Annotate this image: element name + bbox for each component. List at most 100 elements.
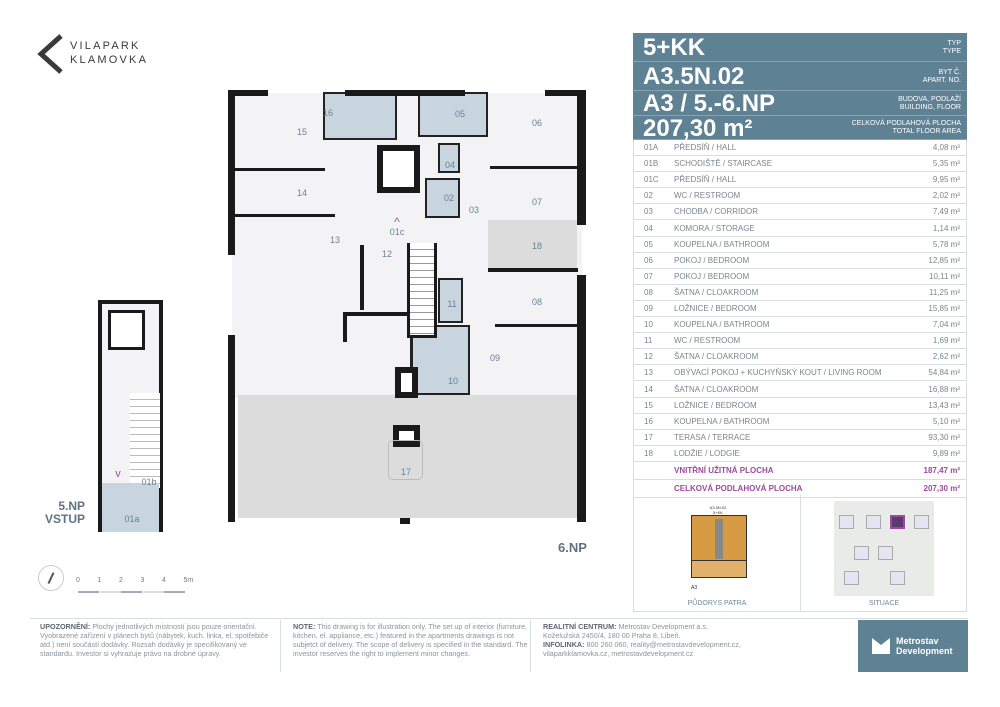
room-code: 11 — [644, 336, 653, 346]
room-code: 07 — [644, 271, 653, 281]
room-code: 09 — [644, 304, 653, 313]
room-code: 10 — [644, 320, 653, 330]
chevron-logo-icon — [37, 34, 63, 74]
room-name: LODŽIE / LODGIE — [674, 448, 740, 458]
room-area: 13,43 m² — [928, 400, 960, 410]
entry-arrow-icon: ^ — [394, 215, 400, 229]
room-code: 06 — [644, 255, 653, 265]
room-area: 11,25 m² — [929, 287, 960, 297]
room-area: 4,08 m² — [932, 143, 960, 152]
room-area: 9,89 m² — [932, 448, 960, 458]
room-code: 01A — [644, 143, 659, 152]
floor-label: 6.NP — [558, 540, 587, 555]
floor-plan-5np: v 01b 01a — [98, 300, 163, 532]
room-name: OBÝVACÍ POKOJ + KUCHYŇSKÝ KOUT / LIVING … — [674, 368, 882, 378]
room-area: 93,30 m² — [928, 432, 960, 442]
room-code: 13 — [644, 368, 653, 378]
room-code: 01B — [644, 159, 659, 169]
room-area: 7,04 m² — [932, 320, 960, 330]
room-area: 16,88 m² — [928, 384, 960, 394]
room-row: 18 LODŽIE / LODGIE 9,89 m² — [633, 445, 967, 462]
room-name: LOŽNICE / BEDROOM — [674, 304, 757, 313]
room-code: 16 — [644, 416, 653, 426]
room-code: 03 — [644, 207, 653, 217]
room-name: ŠATNA / CLOAKROOM — [674, 352, 759, 362]
room-name: CHODBA / CORRIDOR — [674, 207, 759, 217]
staircase — [407, 243, 437, 338]
room-row: 07 POKOJ / BEDROOM 10,11 m² — [633, 268, 967, 285]
room-name: KOUPELNA / BATHROOM — [674, 416, 770, 426]
room-code: 15 — [644, 400, 653, 410]
room-code: 01C — [644, 175, 659, 185]
room-area: 1,69 m² — [932, 336, 960, 346]
room-name: POKOJ / BEDROOM — [674, 271, 750, 281]
room-name: ŠATNA / CLOAKROOM — [674, 287, 759, 297]
room-area: 9,95 m² — [932, 175, 960, 185]
room-area: 10,11 m² — [929, 271, 960, 281]
room-name: KOUPELNA / BATHROOM — [674, 320, 770, 330]
scale-segment — [99, 591, 121, 593]
room-code: 18 — [644, 448, 653, 458]
english-note: NOTE: This drawing is for illustration o… — [293, 622, 528, 658]
total-area: 207,30 m² — [923, 484, 960, 493]
site-caption: SITUACE — [868, 600, 900, 607]
scale-tick: 5m — [183, 577, 194, 584]
room-row: 10 KOUPELNA / BATHROOM 7,04 m² — [633, 317, 967, 334]
room-row: 12 ŠATNA / CLOAKROOM 2,62 m² — [633, 349, 967, 366]
room-area: 2,62 m² — [932, 352, 960, 362]
site-thumbnail — [834, 501, 934, 596]
room-row: 01A PŘEDSÍŇ / HALL 4,08 m² — [633, 140, 967, 157]
room-area: 12,85 m² — [928, 255, 960, 265]
room-row: 17 TERASA / TERRACE 93,30 m² — [633, 429, 967, 446]
scale-tick: 2 — [119, 577, 123, 584]
room-code: 04 — [644, 223, 653, 233]
apartment-row: A3.5N.02 BYT č.APART. No. — [633, 62, 967, 91]
room-row: 13 OBÝVACÍ POKOJ + KUCHYŇSKÝ KOUT / LIVIN… — [633, 365, 967, 382]
room-name: PŘEDSÍŇ / HALL — [674, 143, 737, 152]
elevator — [377, 145, 420, 193]
total-name: VNITŘNÍ UŽITNÁ PLOCHA — [674, 466, 774, 475]
scale-tick: 4 — [162, 577, 166, 584]
scale-segment — [164, 591, 185, 593]
room-code: 12 — [644, 352, 653, 362]
terrace — [238, 395, 578, 518]
floor-plan-caption: PŮDORYS PATRA — [687, 600, 747, 607]
room-row: 08 ŠATNA / CLOAKROOM 11,25 m² — [633, 284, 967, 301]
room-code: 17 — [644, 432, 653, 442]
contact-info: REALITNÍ CENTRUM: Metrostav Development … — [543, 622, 741, 658]
room-area: 54,84 m² — [928, 368, 960, 378]
warning-note: UPOZORNĚNÍ: Plochy jednotlivých místnost… — [40, 622, 269, 658]
room-name: LOŽNICE / BEDROOM — [674, 400, 757, 410]
room-name: ŠATNA / CLOAKROOM — [674, 384, 759, 394]
room-name: SCHODIŠTĚ / STAIRCASE — [674, 159, 773, 169]
room-name: WC / RESTROOM — [674, 336, 741, 346]
scale-segment — [78, 591, 99, 593]
scale-tick: 3 — [140, 577, 145, 584]
room-row: 11 WC / RESTROOM 1,69 m² — [633, 333, 967, 350]
room-code: 02 — [644, 191, 653, 201]
room-code: 08 — [644, 287, 653, 297]
room-name: KOMORA / STORAGE — [674, 223, 755, 233]
room-area: 7,49 m² — [932, 207, 960, 217]
room-area: 5,78 m² — [932, 239, 960, 249]
room-row: 03 CHODBA / CORRIDOR 7,49 m² — [633, 204, 967, 221]
room-name: TERASA / TERRACE — [674, 432, 751, 442]
metrostav-m-icon — [872, 638, 890, 654]
room-row: 15 LOŽNICE / BEDROOM 13,43 m² — [633, 397, 967, 414]
room-name: KOUPELNA / BATHROOM — [674, 239, 770, 249]
room-area: 5,35 m² — [932, 159, 960, 169]
room-area: 15,85 m² — [928, 304, 960, 313]
room-row: 01B SCHODIŠTĚ / STAIRCASE 5,35 m² — [633, 156, 967, 173]
north-arrow-icon — [38, 565, 64, 591]
